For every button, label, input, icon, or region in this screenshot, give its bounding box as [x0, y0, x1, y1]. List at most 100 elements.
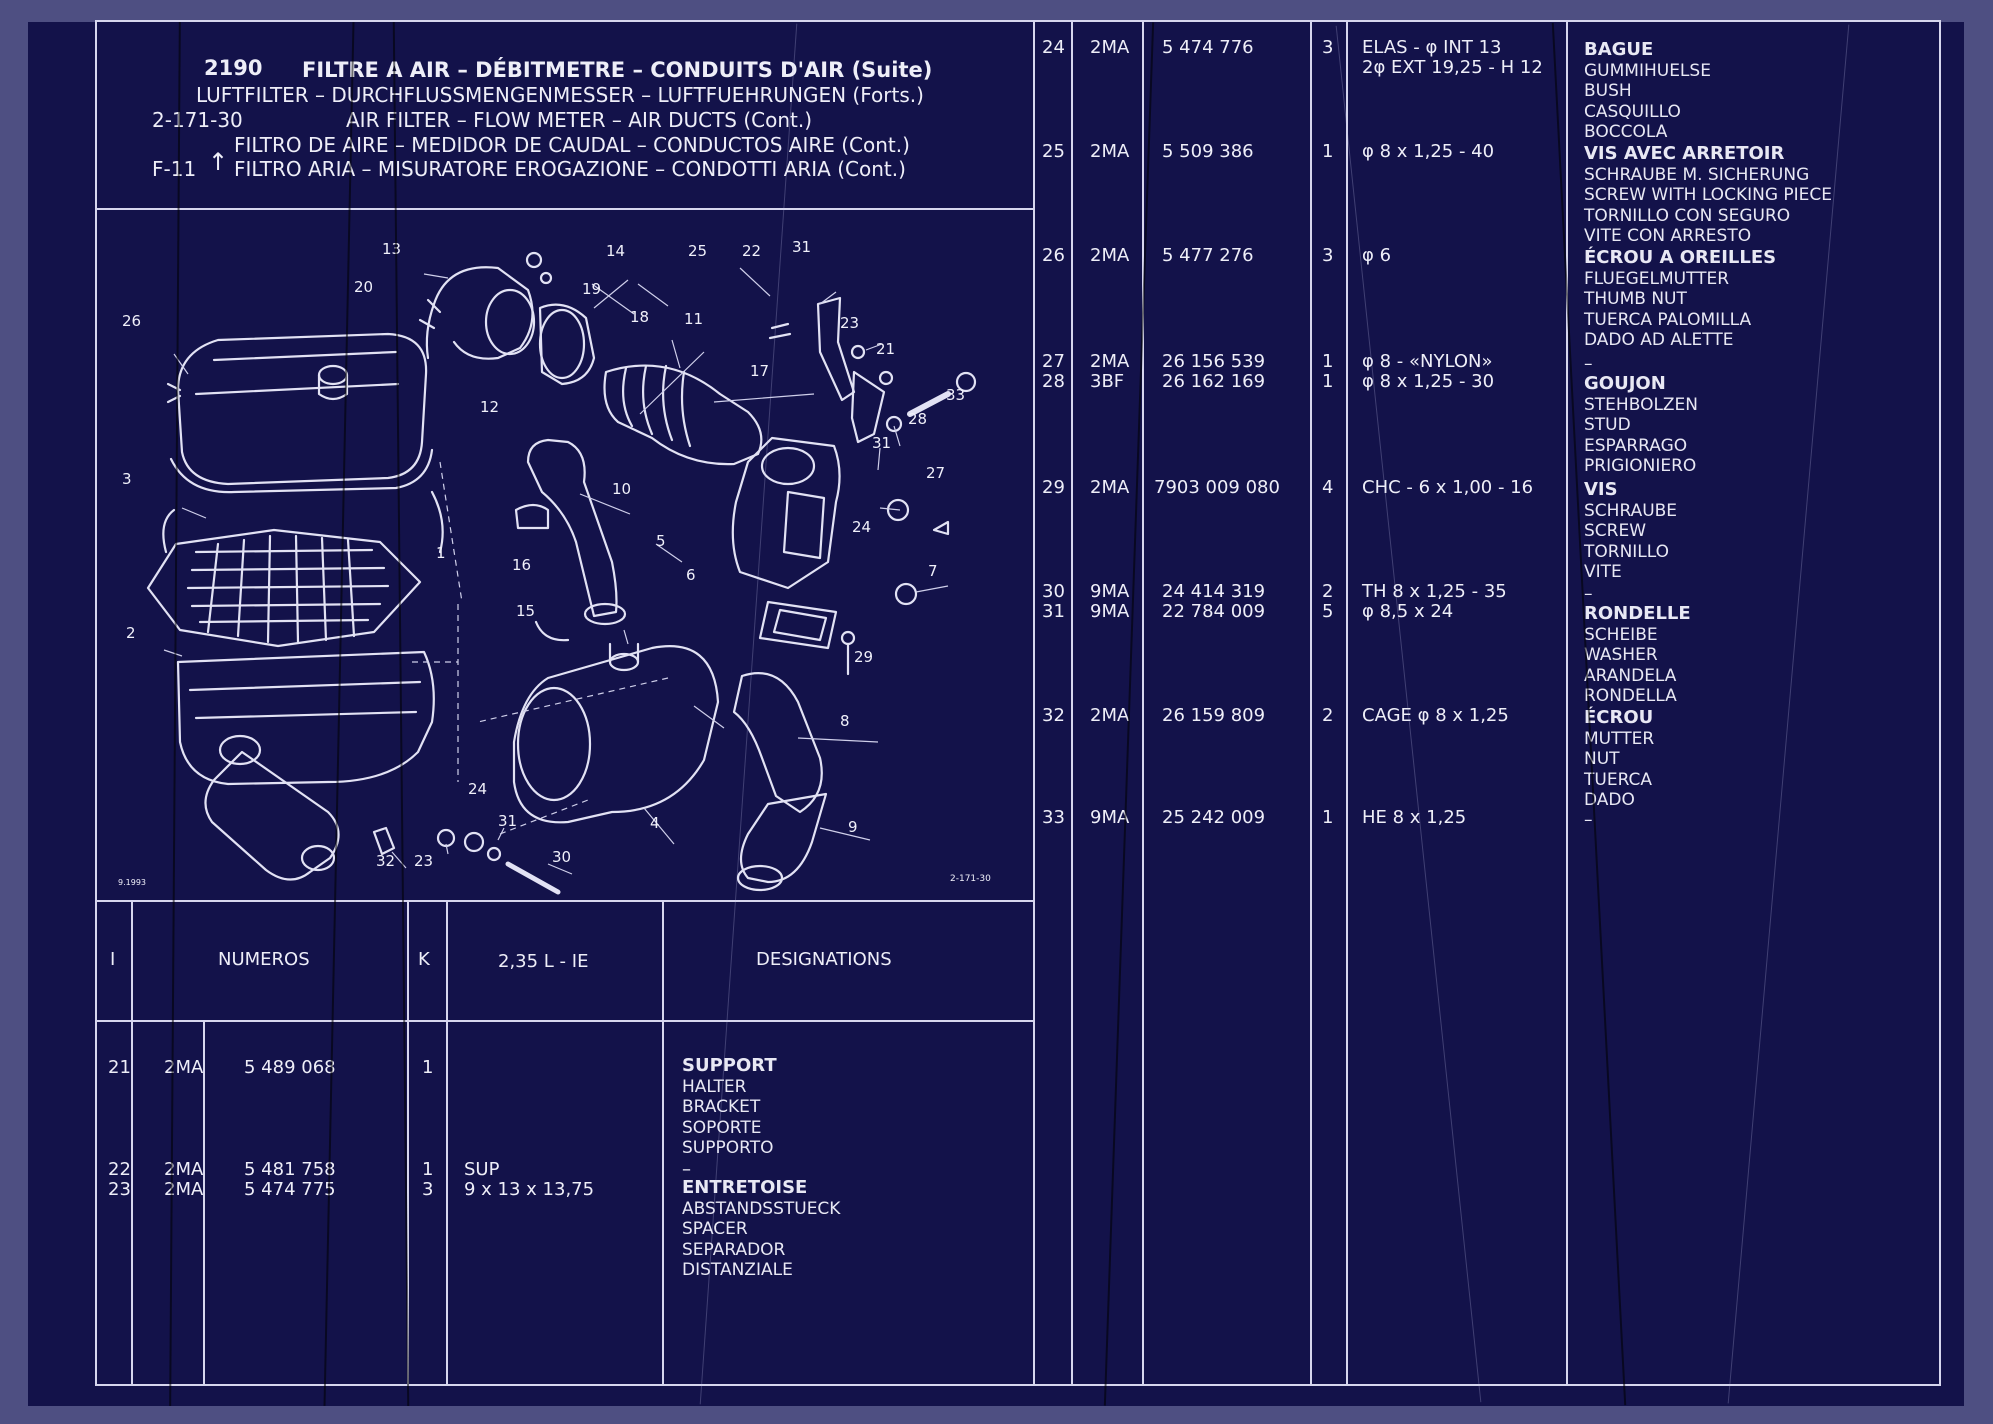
- row-21-design-1: HALTER: [682, 1076, 747, 1097]
- callout-24-bottom: 24: [468, 780, 488, 798]
- row-27-num: 26 156 539: [1162, 351, 1266, 372]
- col-header-numeros: NUMEROS: [218, 949, 310, 970]
- callout-23-top: 23: [840, 314, 860, 332]
- row-23-design-1: ABSTANDSSTUECK: [682, 1198, 841, 1219]
- left-col-line-1: [131, 900, 133, 1386]
- callout-24-top: 24: [852, 518, 872, 536]
- callout-20: 20: [354, 278, 374, 296]
- row-21-design-4: SUPPORTO: [682, 1138, 774, 1158]
- callout-4: 4: [650, 814, 660, 832]
- row-25-design-4: VITE CON ARRESTO: [1584, 226, 1752, 246]
- row-23-num: 5 474 775: [244, 1179, 336, 1200]
- callout-5: 5: [656, 532, 666, 550]
- row-28-i: 28: [1042, 371, 1065, 392]
- row-33-code: 9MA: [1090, 807, 1130, 828]
- header-code-top: 2190: [204, 56, 263, 80]
- header-line-de: LUFTFILTER – DURCHFLUSSMENGENMESSER – LU…: [196, 83, 924, 107]
- row-30-design-0: –: [1584, 584, 1593, 604]
- row-31-design-4: RONDELLA: [1584, 686, 1677, 706]
- row-29-design-0: VIS: [1584, 479, 1618, 500]
- row-22-i: 22: [108, 1159, 131, 1180]
- callout-12: 12: [480, 398, 500, 416]
- callout-31-mid: 31: [872, 434, 892, 452]
- diagram-bottom-divider: [95, 900, 1035, 902]
- row-32-design-0: ÉCROU: [1584, 707, 1654, 728]
- row-28-design-2: STUD: [1584, 415, 1631, 435]
- row-31-k: 5: [1322, 601, 1334, 622]
- row-28-code: 3BF: [1090, 371, 1125, 392]
- table-header-divider: [95, 1020, 1035, 1022]
- row-23-spec: 9 x 13 x 13,75: [464, 1179, 595, 1200]
- row-30-code: 9MA: [1090, 581, 1130, 602]
- header-line-it: FILTRO ARIA – MISURATORE EROGAZIONE – CO…: [234, 157, 906, 181]
- row-33-design: –: [1584, 810, 1593, 831]
- left-col-line-4: [446, 900, 448, 1386]
- callout-6: 6: [686, 566, 696, 584]
- row-30-i: 30: [1042, 581, 1065, 602]
- row-31-num: 22 784 009: [1162, 601, 1266, 622]
- row-26-k: 3: [1322, 245, 1334, 266]
- row-24-num: 5 474 776: [1162, 37, 1254, 58]
- parts-sheet: 2190 FILTRE A AIR – DÉBITMETRE – CONDUIT…: [28, 20, 1964, 1406]
- row-29-design-1: SCHRAUBE: [1584, 500, 1678, 521]
- callout-7: 7: [928, 562, 938, 580]
- row-21-design-0: SUPPORT: [682, 1055, 777, 1076]
- row-23-design-0: ENTRETOISE: [682, 1177, 808, 1198]
- row-28-num: 26 162 169: [1162, 371, 1266, 392]
- row-31-spec: φ 8,5 x 24: [1362, 601, 1454, 622]
- row-26-design-4: DADO AD ALETTE: [1584, 330, 1734, 350]
- row-30-num: 24 414 319: [1162, 581, 1266, 602]
- row-29-design-4: VITE: [1584, 562, 1622, 582]
- callout-16: 16: [512, 556, 532, 574]
- row-31-code: 9MA: [1090, 601, 1130, 622]
- right-col-line-1: [1071, 22, 1073, 1386]
- callout-10: 10: [612, 480, 632, 498]
- row-26-design-3: TUERCA PALOMILLA: [1584, 309, 1752, 330]
- row-24-spec: ELAS - φ INT 13: [1362, 37, 1502, 58]
- callout-21: 21: [876, 340, 896, 358]
- callout-31-top: 31: [792, 238, 812, 256]
- row-21-i: 21: [108, 1057, 131, 1078]
- row-31-design-2: WASHER: [1584, 645, 1658, 665]
- callout-32: 32: [376, 852, 396, 870]
- row-24-design-2: BUSH: [1584, 81, 1632, 101]
- row-27-spec: φ 8 - «NYLON»: [1362, 351, 1493, 372]
- callout-14: 14: [606, 242, 626, 260]
- row-26-spec: φ 6: [1362, 245, 1392, 266]
- row-33-spec: HE 8 x 1,25: [1362, 807, 1467, 828]
- row-29-spec: CHC - 6 x 1,00 - 16: [1362, 477, 1534, 498]
- row-21-design-2: BRACKET: [682, 1097, 761, 1117]
- row-32-k: 2: [1322, 705, 1334, 726]
- row-21-design-3: SOPORTE: [682, 1117, 762, 1138]
- row-22-num: 5 481 758: [244, 1159, 336, 1180]
- row-23-design-4: DISTANZIALE: [682, 1260, 793, 1280]
- diagram-ref-left: 9.1993: [118, 878, 146, 887]
- row-22-spec: SUP: [464, 1159, 500, 1180]
- exploded-diagram: [146, 251, 977, 895]
- row-32-design-4: DADO: [1584, 790, 1635, 810]
- row-25-design-2: SCREW WITH LOCKING PIECE: [1584, 185, 1833, 205]
- row-23-design-2: SPACER: [682, 1219, 748, 1239]
- callout-25: 25: [688, 242, 708, 260]
- row-26-design-1: FLUEGELMUTTER: [1584, 268, 1730, 289]
- col-header-spec: 2,35 L - IE: [498, 951, 589, 972]
- callout-11: 11: [684, 310, 704, 328]
- callout-17: 17: [750, 362, 770, 380]
- callout-31-bottom: 31: [498, 812, 518, 830]
- row-32-design-3: TUERCA: [1584, 769, 1653, 790]
- row-26-i: 26: [1042, 245, 1065, 266]
- row-33-k: 1: [1322, 807, 1334, 828]
- row-26-num: 5 477 276: [1162, 245, 1254, 266]
- header-line-en: AIR FILTER – FLOW METER – AIR DUCTS (Con…: [346, 108, 813, 132]
- row-22-code: 2MA: [164, 1159, 204, 1180]
- row-32-i: 32: [1042, 705, 1065, 726]
- row-31-design-0: RONDELLE: [1584, 603, 1691, 624]
- row-33-num: 25 242 009: [1162, 807, 1266, 828]
- callout-19: 19: [582, 280, 602, 298]
- callout-26: 26: [122, 312, 142, 330]
- row-28-design-4: PRIGIONIERO: [1584, 456, 1697, 476]
